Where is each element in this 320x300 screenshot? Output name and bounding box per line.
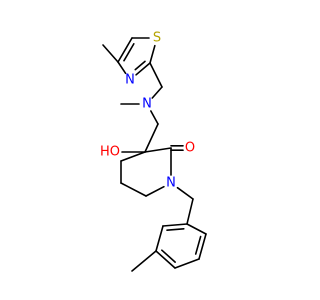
bond-ar6-ar1 — [186, 223, 207, 235]
atom-label-n3: N — [166, 176, 176, 191]
bond-c4-c5 — [117, 37, 133, 63]
bond-ar1-ar2-inner — [166, 227, 185, 231]
atom-label-n2: N — [142, 97, 152, 112]
bond-ar5-ar6 — [198, 233, 207, 260]
bond-ch2a-n2 — [151, 86, 163, 99]
bond-ar3-ar4 — [155, 250, 176, 269]
bond-s1-c2 — [149, 44, 156, 64]
atom-label-o1: HO — [100, 145, 120, 160]
bond-n1-c4 — [117, 61, 127, 75]
bond-c6-c5r — [120, 182, 147, 197]
bond-ar3-mear — [131, 250, 157, 272]
atom-label-n1: N — [125, 73, 135, 88]
atom-label-s1: S — [153, 31, 161, 46]
bond-ar1-ar2 — [162, 223, 188, 227]
bond-me1-c4 — [102, 44, 119, 63]
bond-ar2-ar3 — [155, 225, 164, 252]
bond-c4-c5-inner — [123, 43, 135, 62]
bond-n2-ch2b — [150, 110, 159, 125]
bond-n3-ch2c — [176, 186, 194, 200]
bond-c3-c2r — [144, 147, 172, 153]
bond-ar5-ar6-inner — [194, 235, 202, 255]
bond-layer — [102, 37, 207, 272]
bond-c4r-c3 — [120, 151, 146, 162]
bond-c2-ch2a — [149, 62, 163, 88]
bond-ch2c-ar1 — [186, 198, 194, 225]
bond-c2-n1-inner — [134, 60, 146, 71]
bond-ar4-ar5 — [174, 258, 200, 269]
bond-c2-n1 — [135, 62, 151, 76]
bond-ch2b-c3 — [144, 123, 159, 153]
bond-ar3-ar4-inner — [161, 249, 176, 263]
bond-n3-c6 — [145, 185, 165, 197]
atom-label-o2: O — [185, 141, 195, 156]
